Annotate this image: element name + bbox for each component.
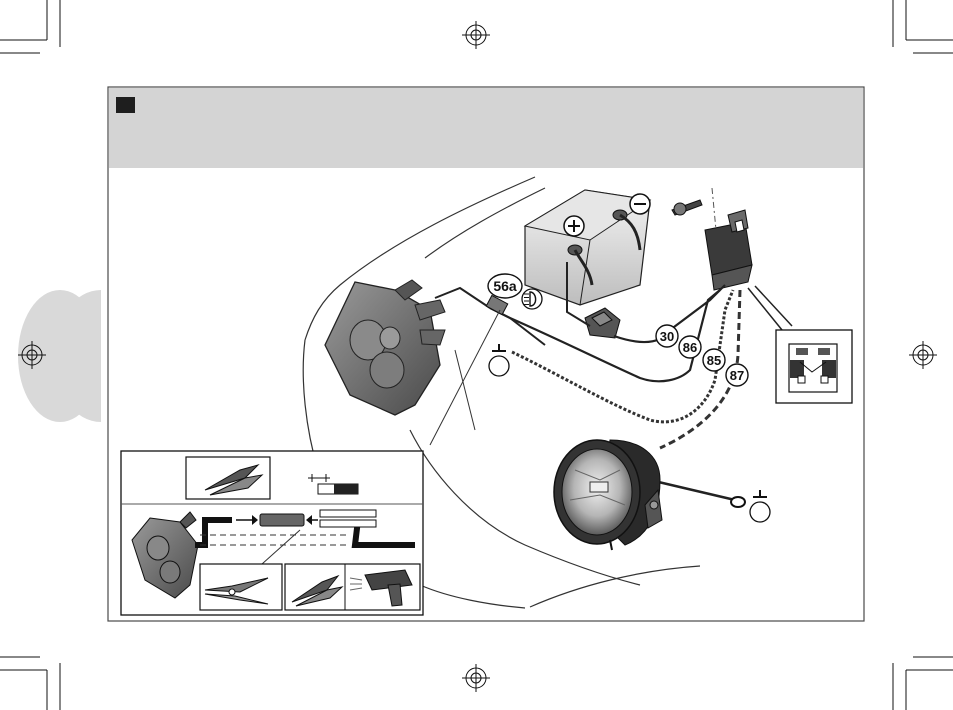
terminal-86-text: 86 — [683, 340, 697, 355]
registration-mark-bottom — [462, 664, 490, 692]
relay-socket-detail — [776, 330, 852, 403]
terminal-85: 85 — [703, 349, 725, 371]
butt-connector — [260, 514, 304, 526]
label-56a-text: 56a — [493, 278, 517, 294]
splice-inset — [121, 451, 423, 615]
terminal-87: 87 — [726, 364, 748, 386]
registration-mark-right — [909, 341, 937, 369]
label-56a: 56a — [488, 274, 522, 298]
high-beam-icon — [522, 289, 542, 309]
terminal-85-text: 85 — [707, 353, 721, 368]
battery-plus-icon — [564, 216, 584, 236]
battery-minus-icon — [630, 194, 650, 214]
terminal-87-text: 87 — [730, 368, 744, 383]
terminal-30: 30 — [656, 325, 678, 347]
terminal-30-text: 30 — [660, 329, 674, 344]
terminal-86: 86 — [679, 336, 701, 358]
step-marker — [116, 97, 135, 113]
registration-mark-top — [462, 21, 490, 49]
header-band — [109, 88, 863, 168]
